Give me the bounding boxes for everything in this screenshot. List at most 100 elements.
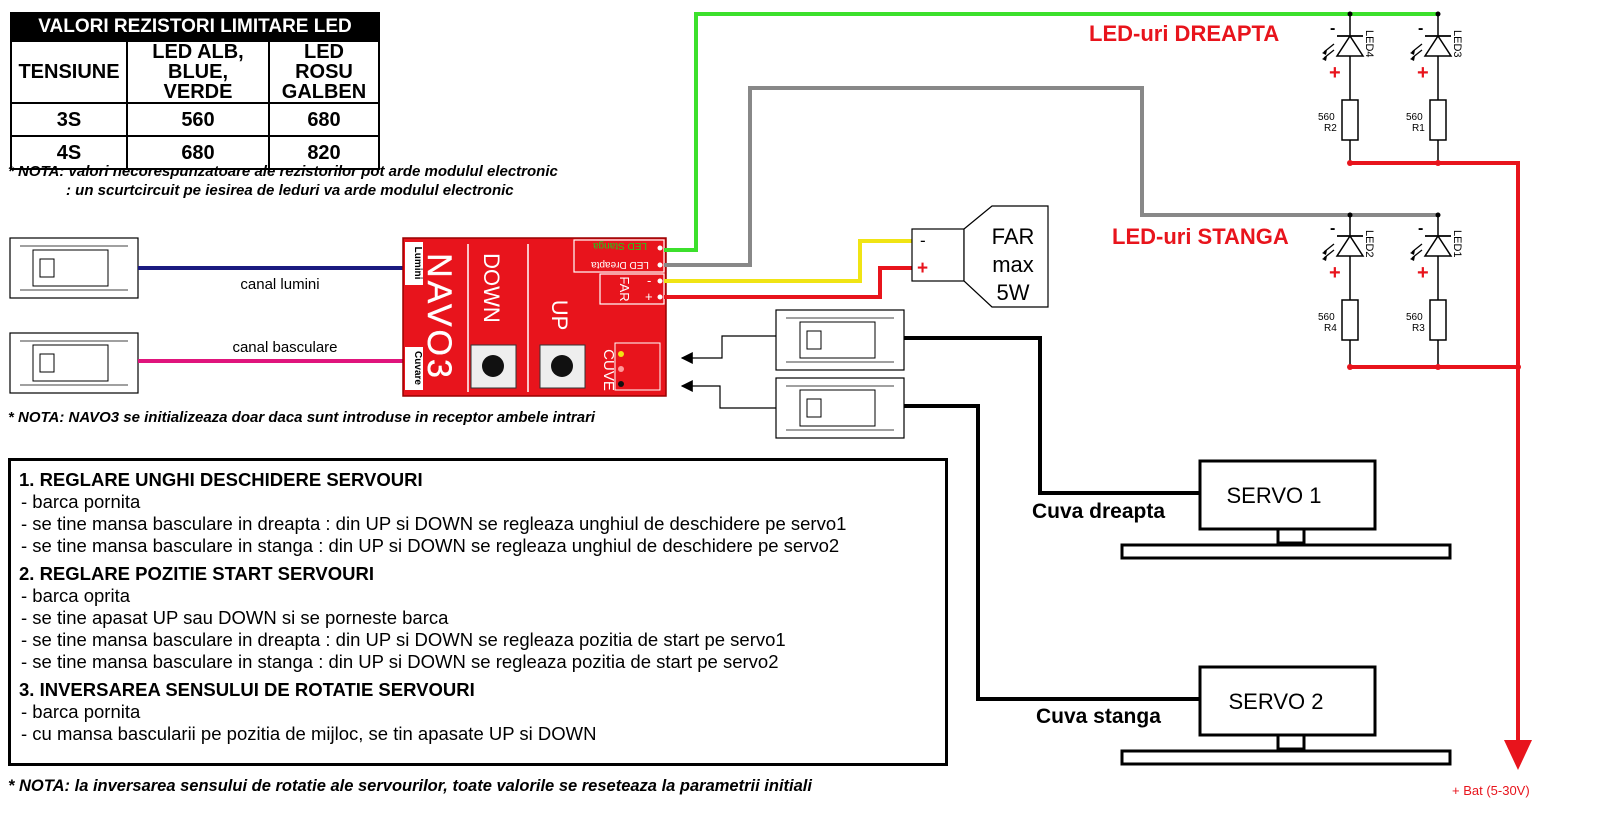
servo-2: SERVO 2 — [1120, 665, 1452, 766]
instructions-section: 2. REGLARE POZITIE START SERVOURI - barc… — [19, 563, 937, 673]
led-minus-label: - — [1418, 220, 1423, 237]
label-lights-channel: canal lumini — [240, 276, 319, 293]
navo3-module: Lumini Cuvare NAVO3 DOWN UP LED Stanga L… — [402, 237, 667, 397]
output-label-far: FAR — [617, 276, 632, 301]
servo-2-label: SERVO 2 — [1229, 689, 1324, 714]
section-title: 3. INVERSAREA SENSULUI DE ROTATIE SERVOU… — [19, 679, 475, 700]
instruction-line: - se tine mansa basculare in stanga : di… — [21, 651, 779, 672]
note-resistor-values: * NOTA: valori necorespunzatoare ale rez… — [8, 163, 558, 180]
note-reset: * NOTA: la inversarea sensului de rotati… — [8, 777, 812, 795]
led-id-label: LED3 — [1451, 30, 1463, 58]
led-plus-label: + — [1329, 262, 1341, 284]
led-group-right-label: LED-uri DREAPTA — [1089, 21, 1279, 46]
resistor-icon — [1341, 99, 1359, 141]
led-minus-label: - — [1330, 20, 1335, 37]
instructions-section: 3. INVERSAREA SENSULUI DE ROTATIE SERVOU… — [19, 679, 937, 745]
header-voltage: TENSIUNE — [10, 40, 128, 104]
resistor-icon — [1429, 299, 1447, 341]
instruction-line: - se tine mansa basculare in dreapta : d… — [21, 513, 847, 534]
headlight-far: - + FAR max 5W — [911, 205, 1049, 308]
servo-1: SERVO 1 — [1120, 459, 1452, 560]
instruction-line: - cu mansa bascularii pe pozitia de mijl… — [21, 723, 597, 744]
note-short-circuit: : un scurtcircuit pe iesirea de leduri v… — [66, 182, 514, 199]
output-label-led-right: LED Dreapta — [591, 259, 649, 270]
note-initialization: * NOTA: NAVO3 se initializeaza doar daca… — [8, 409, 596, 426]
servo-1-cable — [904, 336, 1200, 495]
led-group-left-label: LED-uri STANGA — [1112, 224, 1289, 249]
resistor-id-label: R4 — [1324, 323, 1337, 334]
far-power-label: 5W — [997, 280, 1030, 305]
led-columns: -+LED4560R2-+LED3560R1-+LED2560R4-+LED15… — [1318, 20, 1463, 367]
led-id-label: LED1 — [1451, 230, 1463, 258]
far-max-label: max — [992, 252, 1034, 277]
down-button[interactable] — [470, 344, 517, 389]
section-title: 1. REGLARE UNGHI DESCHIDERE SERVOURI — [19, 469, 423, 490]
cell-red-yellow: 680 — [268, 102, 380, 137]
far-output-minus: - — [647, 273, 651, 288]
up-label: UP — [547, 300, 572, 331]
up-button[interactable] — [539, 344, 586, 389]
servo-1-label: SERVO 1 — [1227, 483, 1322, 508]
wire-led-left — [664, 86, 1438, 267]
cell-white-blue-green: 680 — [126, 135, 270, 170]
header-white-blue-green: LED ALB, BLUE, VERDE — [126, 40, 270, 104]
servo-connector-2 — [775, 377, 905, 439]
resistor-value-label: 560 — [1406, 312, 1423, 323]
instruction-line: - barca pornita — [21, 701, 141, 722]
led-diode-icon — [1410, 34, 1453, 61]
receiver-connector-tipper — [9, 332, 139, 394]
led-plus-label: + — [1417, 262, 1429, 284]
far-label: FAR — [992, 224, 1035, 249]
resistor-id-label: R1 — [1412, 123, 1425, 134]
led-minus-label: - — [1330, 220, 1335, 237]
input-label-lights: Lumini — [412, 247, 423, 280]
resistor-id-label: R3 — [1412, 323, 1425, 334]
module-name: NAVO3 — [420, 253, 458, 381]
cell-white-blue-green: 560 — [126, 102, 270, 137]
link-arrow-servo-1 — [680, 335, 776, 364]
instructions-box: 1. REGLARE UNGHI DESCHIDERE SERVOURI - b… — [8, 458, 948, 766]
resistor-id-label: R2 — [1324, 123, 1337, 134]
receiver-connector-lights — [9, 237, 139, 299]
resistor-value-label: 560 — [1318, 112, 1335, 123]
instruction-line: - se tine mansa basculare in stanga : di… — [21, 535, 840, 556]
bucket-right-label: Cuva dreapta — [1032, 500, 1165, 523]
wire-far-minus — [664, 239, 912, 283]
servo-port-label: CUVE — [600, 349, 617, 391]
battery-arrow-icon — [1504, 740, 1532, 770]
led-diode-icon — [1322, 234, 1365, 261]
link-arrow-servo-2 — [680, 380, 776, 409]
led-plus-label: + — [1417, 62, 1429, 84]
far-minus: - — [920, 231, 926, 250]
instruction-line: - barca oprita — [21, 585, 130, 606]
instruction-line: - se tine mansa basculare in dreapta : d… — [21, 629, 786, 650]
wire-led-right — [664, 12, 1438, 252]
servo-connector-1 — [775, 309, 905, 371]
resistor-table: VALORI REZISTORI LIMITARE LED TENSIUNE L… — [10, 12, 380, 170]
resistor-value-label: 560 — [1406, 112, 1423, 123]
led-minus-label: - — [1418, 20, 1423, 37]
resistor-icon — [1429, 99, 1447, 141]
output-label-led-left: LED Stanga — [593, 240, 647, 251]
servo-2-cable — [904, 404, 1200, 701]
led-diode-icon — [1410, 234, 1453, 261]
resistor-value-label: 560 — [1318, 312, 1335, 323]
cell-voltage: 3S — [10, 102, 128, 137]
led-diode-icon — [1322, 34, 1365, 61]
cell-voltage: 4S — [10, 135, 128, 170]
far-output-plus: + — [645, 289, 653, 304]
table-row: 3S 560 680 — [10, 102, 380, 137]
table-row: 4S 680 820 — [10, 135, 380, 170]
instruction-line: - se tine apasat UP sau DOWN si se porne… — [21, 607, 449, 628]
far-plus: + — [917, 258, 928, 279]
battery-label: + Bat (5-30V) — [1452, 783, 1530, 798]
label-tipper-channel: canal basculare — [232, 339, 337, 356]
instructions-section: 1. REGLARE UNGHI DESCHIDERE SERVOURI - b… — [19, 469, 937, 557]
led-id-label: LED4 — [1363, 30, 1375, 58]
header-red-yellow: LED ROSU GALBEN — [268, 40, 380, 104]
